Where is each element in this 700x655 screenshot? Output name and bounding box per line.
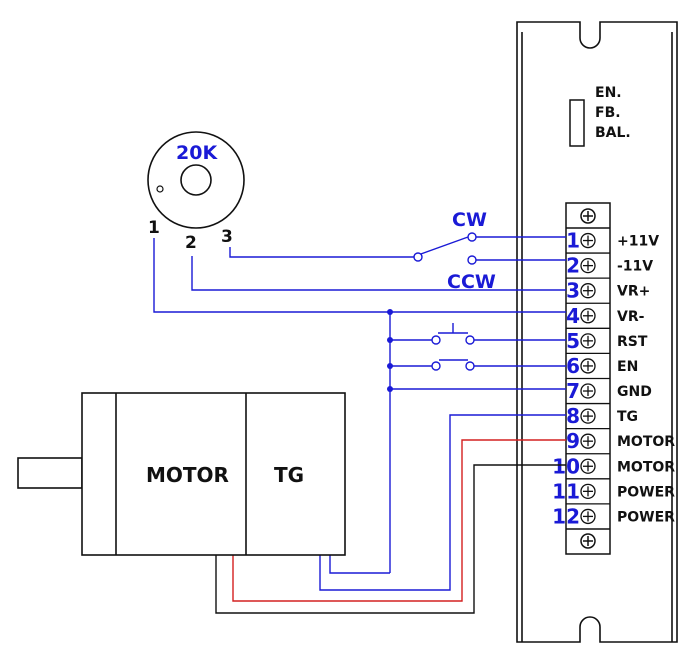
motor-label: MOTOR [146,463,229,487]
terminal-screw-icon [580,283,596,299]
terminal-number: 11 [552,479,580,503]
terminal-8: 8 TG [566,402,638,428]
pot-pin-2: 2 [185,233,197,253]
potentiometer [147,131,245,229]
terminal-label: GND [617,384,652,400]
terminal-number: 5 [566,329,580,353]
terminal-screw-icon [580,308,596,324]
indicator-label-fb: FB. [595,105,621,121]
junction-dots [387,309,393,392]
terminal-screw-icon [580,383,596,399]
terminal-screw-icon [580,408,596,424]
terminal-number: 10 [552,454,580,478]
terminal-number: 7 [566,379,580,403]
terminal-screw-icon [580,483,596,499]
ccw-label: CCW [447,271,496,293]
terminal-label: TG [617,409,638,425]
terminal-3: 3 VR+ [566,277,650,303]
terminal-label: VR+ [617,284,650,300]
terminal-5: 5 RST [566,327,648,353]
blue-wires [153,236,566,591]
pot-pin-3: 3 [221,227,233,247]
terminal-label: VR- [617,309,645,325]
pot-value-label: 20K [176,142,218,164]
terminal-screw-icon [580,433,596,449]
terminal-label: +11V [617,234,659,250]
terminal-label: -11V [617,259,653,275]
indicator-label-bal: BAL. [595,125,631,141]
terminal-label: EN [617,359,638,375]
terminal-7: 7 GND [566,377,652,403]
terminal-screw-icon [580,358,596,374]
controller-housing [516,21,678,643]
terminal-screw-icon [580,333,596,349]
terminal-10: 10 MOTOR [552,453,675,478]
terminal-number: 3 [566,279,580,303]
terminal-1: 1 +11V [566,229,659,253]
terminal-number: 1 [566,229,580,253]
terminal-number: 8 [566,404,580,428]
cw-label: CW [452,209,487,231]
terminal-screw-icon [580,257,596,274]
motor-wire-red [232,439,566,602]
terminal-number: 2 [566,254,580,278]
switch-contacts [413,232,477,371]
terminal-12: 12 POWER [552,503,675,528]
terminal-11: 11 POWER [552,478,675,503]
terminal-label: MOTOR [617,434,675,450]
terminal-number: 6 [566,354,580,378]
indicator-label-en: EN. [595,85,622,101]
terminal-label: MOTOR [617,459,675,475]
motor-assembly [17,392,346,556]
terminal-label: RST [617,334,648,350]
terminal-6: 6 EN [566,352,638,378]
terminal-9: 9 MOTOR [566,427,675,453]
motor-wire-black [215,464,566,614]
tg-label: TG [274,463,304,487]
indicator-slot [569,99,585,147]
terminal-label: POWER [617,484,675,500]
terminal-screw-icon [580,458,596,474]
terminal-number: 4 [566,304,580,328]
terminal-number: 12 [552,504,580,528]
terminal-number: 9 [566,429,580,453]
terminal-label: POWER [617,509,675,525]
pot-pin-1: 1 [148,218,160,238]
terminal-screw-icon [580,508,596,525]
terminal-4: 4 VR- [566,302,645,328]
terminal-screw-icon [580,232,596,249]
terminal-2: 2 -11V [566,252,653,278]
